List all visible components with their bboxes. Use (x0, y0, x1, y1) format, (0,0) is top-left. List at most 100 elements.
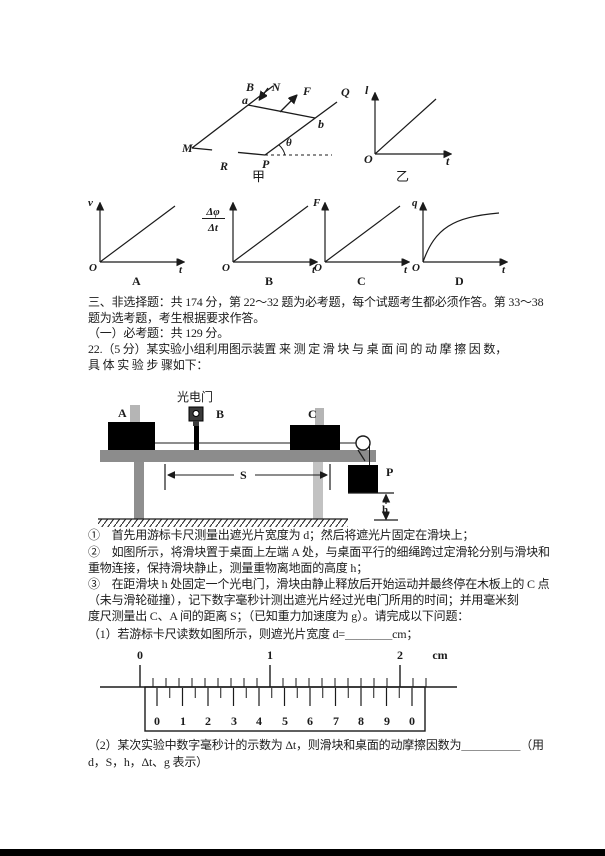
label-P: P (262, 157, 270, 171)
photogate-post (194, 426, 199, 450)
graph-yi (375, 94, 450, 154)
vernier-label-9: 9 (384, 714, 390, 728)
flag-left (130, 405, 140, 423)
graph-A-origin: O (89, 262, 97, 274)
label-N: N (271, 80, 282, 94)
graph-B-xlabel: t (312, 264, 316, 276)
main-label-0: 0 (137, 648, 143, 662)
vernier-label-1: 1 (180, 714, 186, 728)
main-label-2: 2 (397, 648, 403, 662)
figure-caliper: 0 1 2 cm 0 1 2 3 4 5 6 7 8 9 0 (100, 648, 457, 732)
vernier-frame (144, 686, 426, 732)
caption-yi: 乙 (396, 169, 409, 184)
graph-C (325, 204, 408, 262)
line-series (374, 98, 437, 155)
subsection-line: （一）必考题：共 129 分。 (88, 326, 230, 340)
slider-block-C (290, 425, 340, 450)
question-1-line: （1）若游标卡尺读数如图所示，则遮光片宽度 d=＿＿＿＿cm； (88, 627, 419, 641)
yi-ylabel: l (365, 83, 369, 97)
vernier-label-0: 0 (154, 714, 160, 728)
label-a: a (242, 93, 248, 107)
step-2a: ② 如图所示，将滑块置于桌面上左端 A 处，与桌面平行的细绳跨过定滑轮分别与滑块… (88, 545, 550, 559)
label-M: M (181, 141, 193, 155)
point-C-label: C (308, 407, 317, 421)
main-scale-ticks (139, 665, 427, 687)
vernier-label-2: 2 (205, 714, 211, 728)
label-R: R (219, 159, 228, 173)
resistor (211, 144, 239, 159)
ground-hatching (98, 519, 348, 527)
step-3c: 度尺测量出 C、A 间的距离 S；（已知重力加速度为 g）。请完成以下问题： (88, 609, 470, 623)
label-Q: Q (341, 85, 350, 99)
rail-PQ (264, 101, 338, 156)
graph-B-origin: O (222, 262, 230, 274)
unit-label: cm (432, 648, 447, 662)
section-header-line2: 题为选考题，考生根据要求作答。 (88, 311, 266, 325)
photogate-neck (193, 421, 199, 426)
graph-C-origin: O (314, 262, 322, 274)
graph-D-xlabel: t (502, 264, 506, 276)
vernier-label-7: 7 (333, 714, 339, 728)
vernier-label-10: 0 (409, 714, 415, 728)
rail-MN (191, 85, 274, 149)
graph-B-ylabel-den: Δt (207, 222, 219, 234)
height-h-label: h (382, 504, 388, 516)
point-A-label: A (118, 406, 127, 420)
figure-apparatus: 光电门 A B C P S h (98, 389, 398, 527)
point-B-label: B (216, 407, 224, 421)
section-header-line1: 三、非选择题：共 174 分，第 22～32 题为必考题，每个试题考生都必须作答… (88, 295, 544, 309)
step-3b: （未与滑轮碰撞），记下数字毫秒计测出遮光片经过光电门所用的时间；并用毫米刻 (88, 593, 519, 607)
graph-C-xlabel: t (404, 264, 408, 276)
step-2b: 重物连接，保持滑块静止，测量重物离地面的高度 h； (88, 561, 369, 575)
photogate-label: 光电门 (177, 389, 213, 404)
field-arrow (260, 87, 269, 99)
yi-xlabel: t (446, 154, 450, 168)
graph-A (100, 204, 183, 262)
yi-origin: O (364, 152, 373, 166)
vernier-label-6: 6 (307, 714, 313, 728)
graph-D-label: D (455, 274, 464, 288)
vernier-label-4: 4 (256, 714, 262, 728)
pulley-mount (357, 449, 366, 462)
q22-intro-line2: 具 体 实 验 步 骤如下： (88, 358, 209, 372)
label-F: F (302, 84, 311, 98)
photogate-lens (192, 410, 200, 417)
graph-C-ylabel: F (312, 197, 321, 209)
table-leg-left (134, 462, 144, 519)
figure-rail-and-graph: B N F Q M R P a b θ 甲 l t O 乙 (181, 80, 470, 184)
graph-B (202, 204, 316, 262)
graph-A-ylabel: v (88, 197, 93, 209)
rod-ab (247, 104, 316, 119)
distance-S-label: S (240, 468, 247, 482)
q22-intro-line1: 22.（5 分）某实验小组利用图示装置 来 测 定 滑 块 与 桌 面 间 的 … (88, 342, 508, 356)
weight-P-label: P (386, 465, 393, 479)
slider-block-A (108, 422, 155, 450)
graph-D-origin: O (412, 262, 420, 274)
label-theta: θ (286, 137, 292, 149)
pulley (355, 435, 371, 451)
label-b: b (318, 117, 324, 131)
figure-option-graphs: v t O A Δφ Δt t O B F t O C q (88, 197, 510, 288)
rail-diagram (191, 85, 338, 159)
flag-right (315, 408, 324, 426)
graph-B-ylabel-num: Δφ (205, 206, 220, 218)
saturating-curve (422, 212, 500, 263)
graph-D-ylabel: q (412, 197, 418, 209)
force-arrow (279, 96, 296, 113)
label-B: B (245, 80, 254, 94)
table-leg-right (313, 462, 323, 519)
graph-A-label: A (132, 274, 141, 288)
vernier-label-3: 3 (231, 714, 237, 728)
vernier-ticks (156, 688, 413, 706)
graph-B-label: B (265, 274, 273, 288)
question-2-line1: （2）某次实验中数字毫秒计的示数为 Δt，则滑块和桌面的动摩擦因数为＿＿＿＿＿（… (88, 738, 544, 752)
main-label-1: 1 (267, 648, 273, 662)
theta-arc (278, 144, 286, 156)
weight-block (348, 465, 378, 493)
graph-D (423, 204, 506, 262)
step-1: ① 首先用游标卡尺测量出遮光片宽度为 d；然后将遮光片固定在滑块上； (88, 528, 475, 542)
caption-jia: 甲 (252, 169, 265, 184)
graph-A-xlabel: t (179, 264, 183, 276)
question-2-line2: d，S，h，Δt、g 表示） (88, 755, 208, 769)
